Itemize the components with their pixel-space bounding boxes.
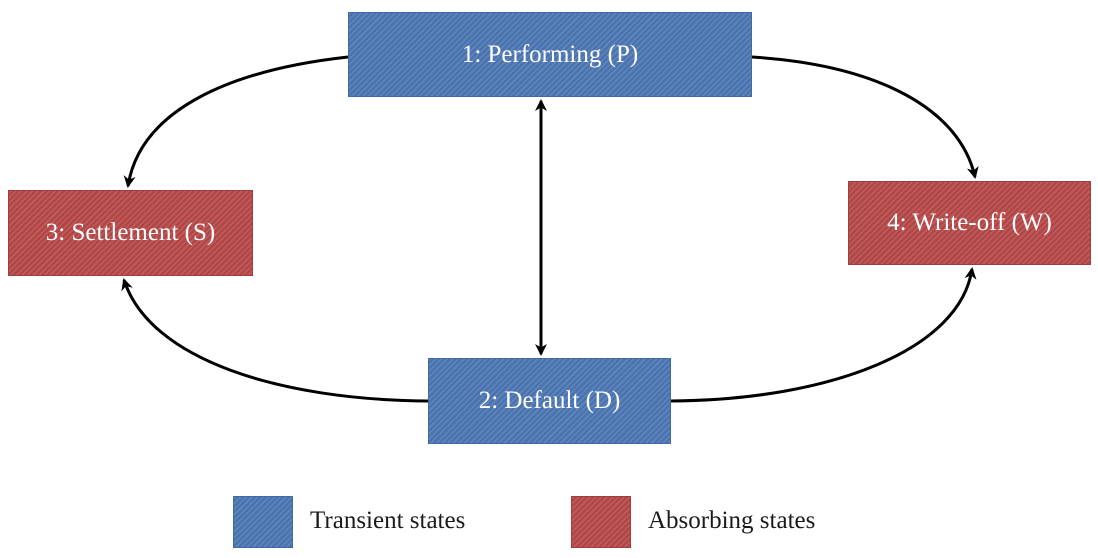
state-writeoff-label: 4: Write-off (W) — [887, 209, 1052, 236]
arrow-default-to-writeoff — [670, 267, 977, 403]
state-performing-box: 1: Performing (P) — [348, 12, 752, 97]
state-writeoff-box: 4: Write-off (W) — [848, 181, 1091, 265]
legend-label-transient: Transient states — [310, 507, 466, 534]
state-settlement-box: 3: Settlement (S) — [8, 190, 253, 276]
state-default-label: 2: Default (D) — [478, 387, 621, 414]
state-settlement-label: 3: Settlement (S) — [45, 219, 216, 246]
legend-swatch-transient — [233, 496, 293, 548]
arrow-performing-to-settlement — [123, 55, 349, 188]
arrow-default-to-settlement — [121, 278, 429, 403]
legend-swatch-absorbing — [571, 496, 631, 548]
state-performing-label: 1: Performing (P) — [461, 40, 639, 68]
legend-label-absorbing: Absorbing states — [648, 507, 816, 534]
arrow-performing-to-writeoff — [751, 55, 979, 179]
state-default-box: 2: Default (D) — [428, 358, 671, 444]
